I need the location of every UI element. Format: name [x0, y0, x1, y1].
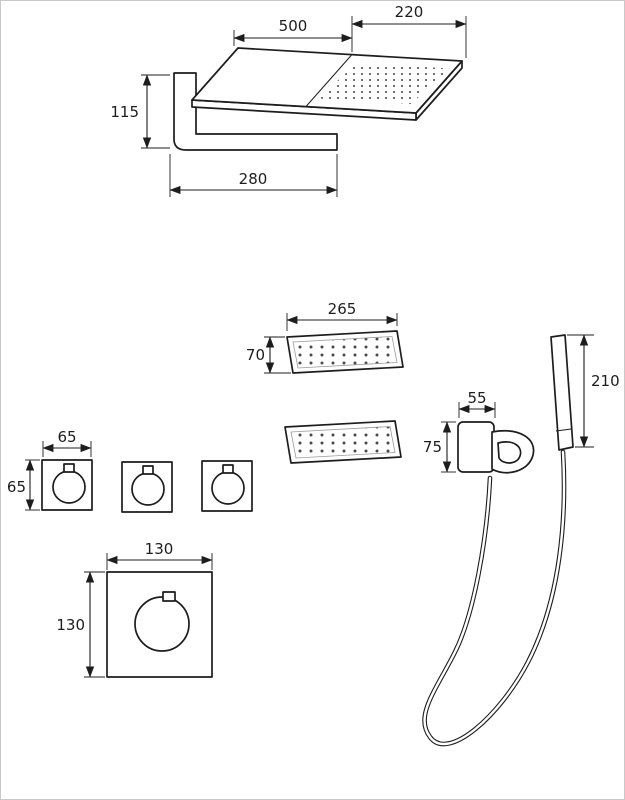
dim-head-drop: 115: [110, 74, 170, 149]
dim-head-depth: 220: [351, 3, 467, 58]
dim-valve-width-label: 65: [57, 428, 76, 446]
dim-jet-height: 70: [246, 336, 291, 374]
dim-arm-reach-label: 280: [239, 170, 268, 188]
dim-handshower-length-label: 210: [591, 372, 620, 390]
bracket-plate: [457, 421, 495, 473]
handshower-head-seam: [555, 428, 572, 432]
dim-mixer-width-label: 130: [145, 540, 174, 558]
dim-head-drop-label: 115: [110, 103, 139, 121]
handshower-wand: [550, 334, 574, 451]
valve-1-knob-grip: [63, 463, 75, 473]
body-jet-1: [286, 330, 404, 374]
shutoff-valve-1: [41, 459, 93, 511]
dim-head-width: 500: [233, 16, 353, 52]
valve-2-knob-grip: [142, 465, 154, 475]
body-jet-2-nozzles: [290, 426, 396, 459]
head-section-divider: [305, 54, 353, 107]
overhead-shower: [173, 47, 463, 151]
dim-valve-height: 65: [7, 459, 40, 511]
dim-bracket-height-label: 75: [423, 438, 442, 456]
body-jet-2: [284, 420, 402, 464]
dim-bracket-height: 75: [423, 421, 456, 473]
dim-mixer-height-label: 130: [56, 616, 85, 634]
dim-head-width-label: 500: [279, 17, 308, 35]
bracket-hook-opening: [497, 441, 522, 464]
shutoff-valve-3: [201, 460, 253, 512]
valve-1-knob: [52, 470, 86, 504]
body-jet-1-nozzles: [292, 336, 398, 369]
dim-bracket-width-label: 55: [467, 389, 486, 407]
dim-bracket-width: 55: [458, 389, 496, 418]
dim-head-depth-label: 220: [395, 3, 424, 21]
rain-spray-plate: [318, 63, 450, 104]
shower-hose-highlight: [423, 450, 566, 745]
valve-3-knob-grip: [222, 464, 234, 474]
mixer-knob-grip: [162, 591, 176, 602]
dim-valve-height-label: 65: [7, 478, 26, 496]
hand-shower: [422, 334, 574, 747]
mixer-knob: [134, 596, 190, 652]
shutoff-valve-2: [121, 461, 173, 513]
thermostatic-mixer: [106, 571, 213, 678]
valve-2-knob: [131, 472, 165, 506]
wall-bracket: [457, 421, 535, 474]
dim-jet-height-label: 70: [246, 346, 265, 364]
wall-arm: [173, 72, 338, 151]
dim-jet-length-label: 265: [328, 300, 357, 318]
dim-jet-length: 265: [286, 300, 398, 331]
valve-3-knob: [211, 471, 245, 505]
dim-valve-width: 65: [42, 428, 92, 457]
dim-arm-reach: 280: [169, 154, 338, 197]
dim-mixer-height: 130: [56, 571, 105, 678]
shower-hose: [422, 449, 567, 747]
dim-handshower-length: 210: [567, 334, 620, 448]
dim-mixer-width: 130: [106, 540, 213, 570]
